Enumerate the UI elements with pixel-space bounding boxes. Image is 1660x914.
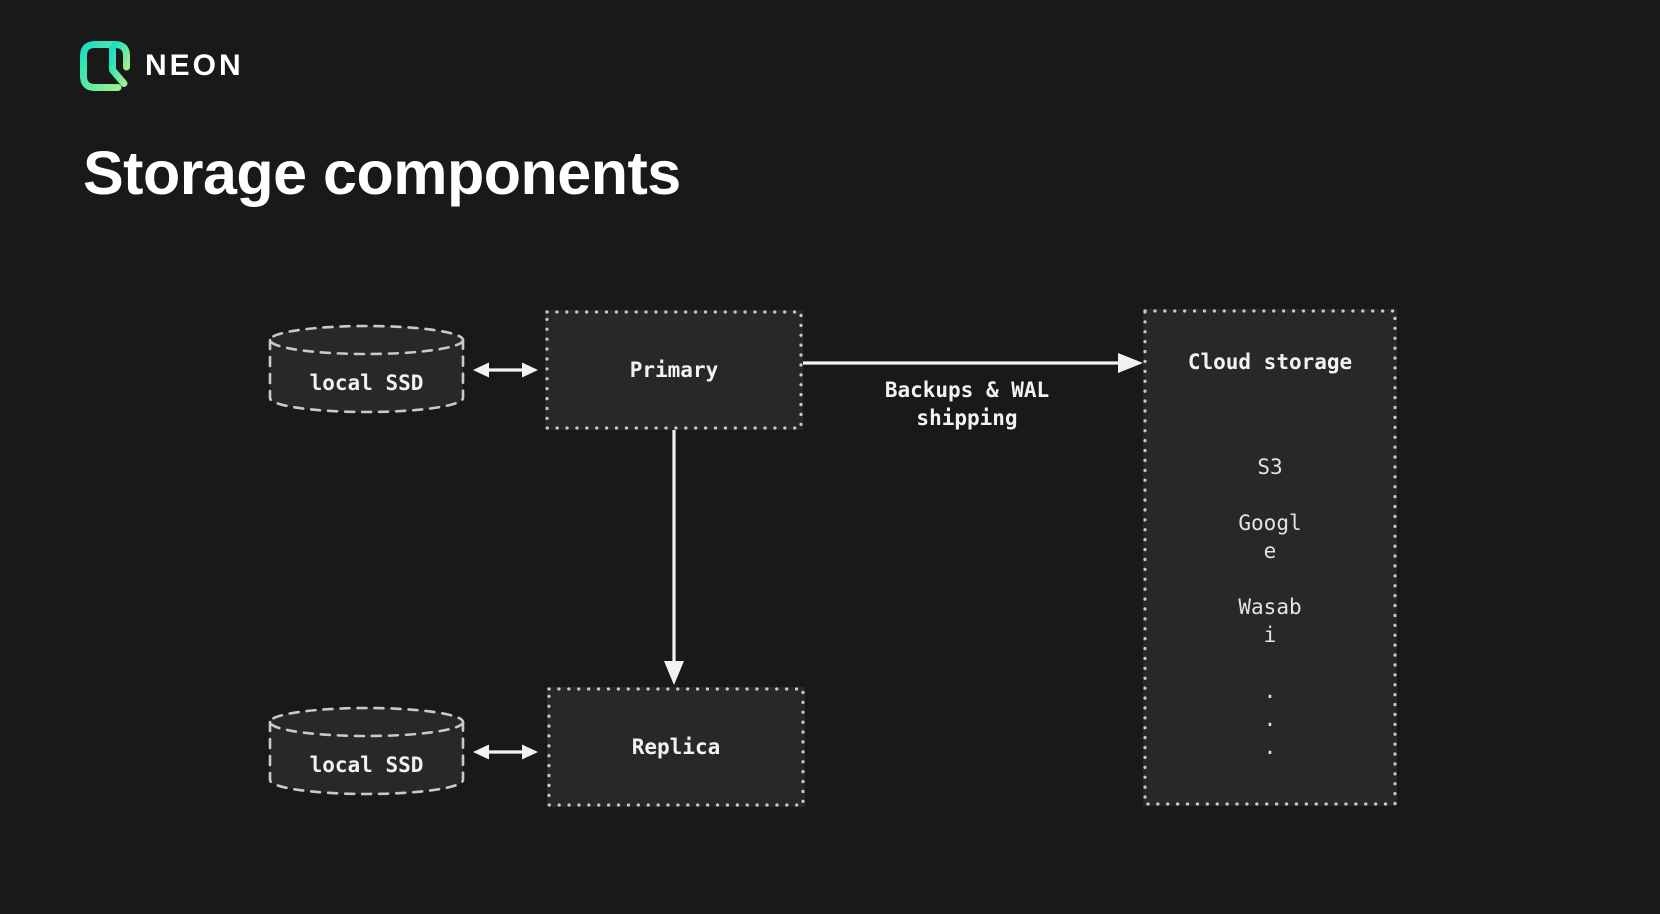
neon-logo-icon [80,41,130,91]
dotted-border [547,687,805,807]
local-ssd-top-cylinder: local SSD [267,323,466,415]
backups-wal-arrow-label: Backups & WAL shipping [884,378,1050,430]
ssd-primary-bidirectional-arrow [473,362,538,378]
dotted-border [1143,309,1397,806]
cloud-storage-box: Cloud storage S3 Googl e Wasab i . . [1143,309,1397,806]
cloud-provider-line: . [1263,735,1277,759]
backups-wal-arrow [803,353,1143,373]
cylinder-shape [268,324,465,414]
local-ssd-top-label: local SSD [309,371,424,395]
primary-box: Primary [545,310,803,430]
ssd-replica-bidirectional-arrow [473,744,538,760]
cloud-storage-title: Cloud storage [1187,350,1353,374]
cloud-provider-line: e [1263,539,1277,563]
cloud-provider-line: . [1263,707,1277,731]
page-title: Storage components [83,139,681,207]
local-ssd-bottom-label: local SSD [309,753,424,777]
local-ssd-bottom-cylinder: local SSD [267,705,466,797]
cloud-provider-line: Googl [1238,511,1302,535]
replica-label: Replica [631,735,721,759]
primary-label: Primary [629,358,719,382]
cylinder-shape [268,706,465,796]
cloud-provider-line: S3 [1257,455,1283,479]
cloud-provider-line: . [1263,679,1277,703]
dotted-border [545,310,803,430]
replica-box: Replica [547,687,805,807]
brand: NEON [79,40,244,92]
primary-replica-arrow [664,430,684,685]
brand-wordmark: NEON [145,49,244,82]
cloud-provider-line: i [1263,623,1277,647]
cloud-provider-line: Wasab [1238,595,1302,619]
cloud-provider-list: S3 Googl e Wasab i . . . [1143,453,1397,761]
